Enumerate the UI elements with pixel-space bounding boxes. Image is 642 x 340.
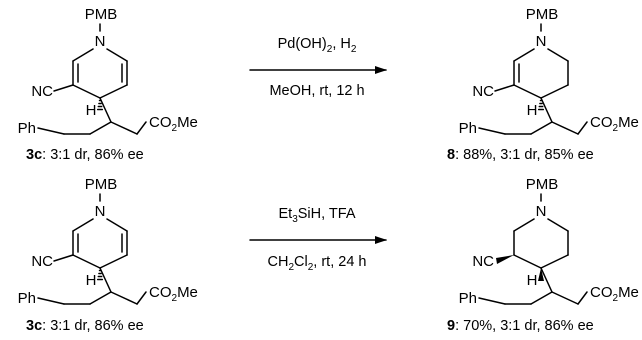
bond-c6-n	[106, 218, 128, 232]
bond-c6-n	[547, 48, 569, 62]
compound-number: 3c	[26, 318, 42, 334]
bond-c4-c5	[99, 254, 128, 269]
bond-ch-ch2b	[89, 121, 112, 135]
bond-ch2-c	[577, 291, 588, 305]
bond-n-c2	[72, 48, 94, 62]
atom-label-n: N	[536, 33, 547, 50]
atom-label-h: H	[86, 102, 97, 119]
compound-details: : 3:1 dr, 86% ee	[42, 147, 144, 163]
bond-c4-c5	[540, 84, 569, 99]
bond-n-c2	[72, 218, 94, 232]
conditions-below-arrow: CH2Cl2, rt, 24 h	[268, 254, 367, 273]
reaction-1: PMB N NC H	[18, 6, 639, 163]
atom-label-h: H	[527, 102, 538, 119]
compound-details: : 88%, 3:1 dr, 85% ee	[455, 147, 594, 163]
bond-c4-ch	[99, 267, 112, 293]
compound-number: 9	[447, 318, 455, 334]
atom-label-pmb: PMB	[526, 6, 559, 23]
compound-caption: 3c: 3:1 dr, 86% ee	[26, 147, 144, 163]
compound-caption: 8: 88%, 3:1 dr, 85% ee	[447, 147, 594, 163]
bond-c3-cn	[53, 254, 74, 262]
bond-c3-cn	[53, 84, 74, 92]
bond-c3-cn	[494, 84, 515, 92]
molecule-product-8: PMB N NC H CO2Me	[459, 6, 639, 137]
atom-label-ester: CO2Me	[149, 284, 198, 304]
bond-n-c2	[513, 218, 535, 232]
bond-ch-ch2b	[89, 291, 112, 305]
molecule-product-9: PMB N NC H CO2Me Ph	[459, 176, 639, 307]
atom-label-n: N	[95, 203, 106, 220]
bond-ch2-c	[136, 121, 147, 135]
bond-ch-ch2b	[530, 121, 553, 135]
bond-ch-ch2	[110, 291, 138, 305]
atom-label-pmb: PMB	[85, 176, 118, 193]
bond-c3-c4	[513, 254, 542, 269]
bond-ch2c-ph	[478, 127, 506, 135]
atom-label-n: N	[95, 33, 106, 50]
bond-ch2c-ph	[37, 127, 65, 135]
conditions-below-arrow: MeOH, rt, 12 h	[269, 83, 364, 99]
compound-details: : 3:1 dr, 86% ee	[42, 318, 144, 334]
hashed-bond-h	[96, 269, 104, 281]
bond-c3-c4	[513, 84, 542, 99]
compound-caption: 9: 70%, 3:1 dr, 86% ee	[447, 318, 594, 334]
bond-c4-c5	[99, 84, 128, 99]
compound-details: : 70%, 3:1 dr, 86% ee	[455, 318, 594, 334]
bond-ch-ch2b	[530, 291, 553, 305]
reagents-above-arrow: Et3SiH, TFA	[278, 206, 355, 225]
wedge-bond-h	[538, 268, 544, 281]
atom-label-pmb: PMB	[526, 176, 559, 193]
atom-label-nc: NC	[472, 253, 494, 270]
atom-label-nc: NC	[472, 83, 494, 100]
atom-label-nc: NC	[31, 83, 53, 100]
wedge-bond-cn	[496, 255, 514, 264]
atom-label-ph: Ph	[18, 290, 36, 307]
bond-c6-n	[106, 48, 128, 62]
compound-caption: 3c: 3:1 dr, 86% ee	[26, 318, 144, 334]
bond-c3-c4	[72, 84, 101, 99]
bond-c3-c4	[72, 254, 101, 269]
atom-label-ph: Ph	[459, 120, 477, 137]
atom-label-ester: CO2Me	[590, 114, 639, 134]
bond-ch-ch2	[551, 121, 579, 135]
reagents-above-arrow: Pd(OH)2, H2	[278, 36, 357, 55]
bond-ch2-c	[577, 121, 588, 135]
atom-label-pmb: PMB	[85, 6, 118, 23]
atom-label-h: H	[86, 272, 97, 289]
bond-c4-ch	[540, 267, 553, 293]
atom-label-ph: Ph	[459, 290, 477, 307]
bond-ch2-c	[136, 291, 147, 305]
bond-ch-ch2	[551, 291, 579, 305]
bond-c6-n	[547, 218, 569, 232]
bond-ch2c-ph	[37, 297, 65, 305]
molecule-reactant-3c-top: PMB N NC H	[18, 6, 198, 137]
bond-c4-ch	[540, 97, 553, 123]
reaction-2: PMB N NC H CO2Me	[18, 176, 639, 334]
bond-c4-ch	[99, 97, 112, 123]
compound-number: 8	[447, 147, 455, 163]
molecule-reactant-3c-bottom: PMB N NC H CO2Me	[18, 176, 198, 307]
bond-ch2c-ph	[478, 297, 506, 305]
bond-c4-c5	[540, 254, 569, 269]
atom-label-ester: CO2Me	[590, 284, 639, 304]
atom-label-ester: CO2Me	[149, 114, 198, 134]
atom-label-h: H	[527, 272, 538, 289]
bond-n-c2	[513, 48, 535, 62]
bond-ch-ch2	[110, 121, 138, 135]
atom-label-n: N	[536, 203, 547, 220]
atom-label-ph: Ph	[18, 120, 36, 137]
atom-label-nc: NC	[31, 253, 53, 270]
compound-number: 3c	[26, 147, 42, 163]
